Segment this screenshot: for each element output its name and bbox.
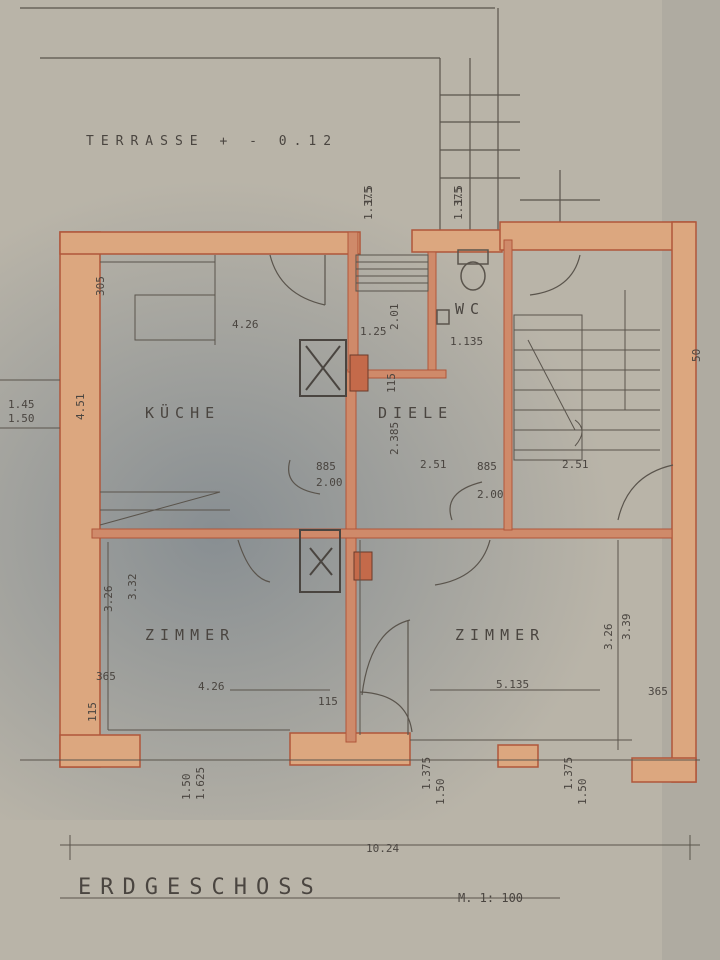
dim-stair-width: 1.25 — [360, 325, 387, 338]
terrace-lines — [20, 7, 600, 230]
dim-right-edge: 50 — [690, 349, 703, 362]
dim-top-mid-b: 1.375 — [362, 187, 375, 220]
dim-kitchen-window: 305 — [94, 276, 107, 296]
dim-room-right-width: 5.135 — [496, 678, 529, 691]
stairs-upper — [355, 254, 429, 292]
dim-win-right-b: 1.50 — [576, 779, 589, 806]
dim-stair-depth: 2.01 — [388, 304, 401, 331]
dim-room-right-height-b: 3.39 — [620, 614, 633, 641]
dim-hall-width: 2.51 — [420, 458, 447, 471]
dim-stair-hall-width: 2.51 — [562, 458, 589, 471]
room-outlines — [107, 540, 632, 750]
dim-room-left-height: 3.26 — [102, 586, 115, 613]
room-label-hall: DIELE — [378, 404, 453, 422]
dim-door-right-a: 885 — [477, 460, 497, 473]
dim-wall-thin: 115 — [385, 373, 398, 393]
chimney-lower — [299, 529, 373, 593]
dim-hall-depth: 2.385 — [388, 422, 401, 455]
room-label-wc: WC — [455, 300, 485, 318]
dim-win-mid-a: 1.375 — [420, 757, 433, 790]
dim-left-side-a: 1.45 — [8, 398, 35, 411]
stairs-main — [513, 290, 660, 461]
dim-room-wall-mid: 115 — [318, 695, 338, 708]
dim-room-left-corner: 365 — [96, 670, 116, 683]
dim-door-left-b: 2.00 — [316, 476, 343, 489]
room-label-room-left: ZIMMER — [145, 626, 235, 644]
dimension-lines — [0, 379, 700, 860]
dim-door-left-a: 885 — [316, 460, 336, 473]
dim-wc-width: 1.135 — [450, 335, 483, 348]
plan-title: ERDGESCHOSS — [78, 875, 323, 900]
dim-win-right-a: 1.375 — [562, 757, 575, 790]
dim-left-side-b: 1.50 — [8, 412, 35, 425]
dim-room-right-height: 3.26 — [602, 624, 615, 651]
plan-scale: M. 1: 100 — [458, 891, 523, 905]
terrace-label: TERRASSE + - 0.12 — [86, 134, 338, 149]
room-label-room-right: ZIMMER — [455, 626, 545, 644]
dim-kitchen-width: 4.26 — [232, 318, 259, 331]
kitchen-counter — [99, 255, 230, 526]
dim-kitchen-depth: 4.51 — [74, 394, 87, 421]
dim-top-wc-a: 1.5 — [452, 185, 465, 205]
dim-top-wc-b: 1.375 — [452, 187, 465, 220]
toilet-icon — [436, 249, 489, 325]
chimney-upper — [299, 339, 369, 397]
dim-win-left-a: 1.50 — [180, 774, 193, 801]
dim-door-right-b: 2.00 — [477, 488, 504, 501]
dim-win-left-b: 1.625 — [194, 767, 207, 800]
room-label-kitchen: KÜCHE — [145, 403, 220, 422]
door-swings — [237, 254, 674, 735]
dim-room-left-wall: 115 — [86, 702, 99, 722]
dim-room-left-width: 4.26 — [198, 680, 225, 693]
dim-room-right-corner: 365 — [648, 685, 668, 698]
dim-win-mid-b: 1.50 — [434, 779, 447, 806]
dim-room-left-height-b: 3.32 — [126, 574, 139, 601]
exterior-walls — [59, 221, 697, 783]
dim-total-width: 10.24 — [366, 842, 399, 855]
dim-top-mid-a: 1.5 — [362, 185, 375, 205]
